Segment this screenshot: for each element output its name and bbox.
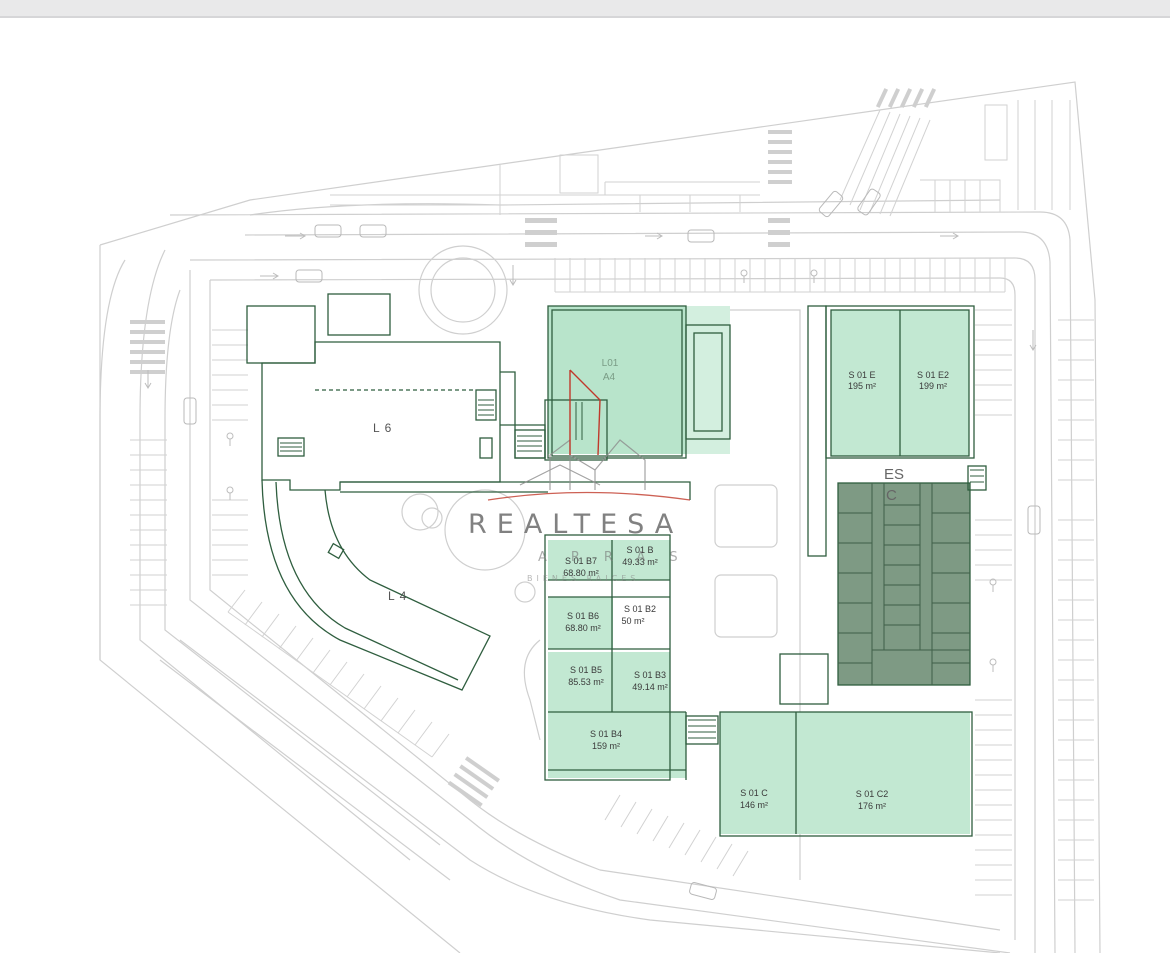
top-toolbar-strip (0, 0, 1170, 18)
watermark-arc (487, 491, 691, 501)
unit-code: S 01 C (740, 788, 768, 798)
unit-code: L01 (602, 358, 619, 369)
car-icon (183, 188, 1041, 900)
unit-s01-b[interactable]: S 01 B 49.33 m² (622, 545, 658, 567)
crosswalk-icon (130, 88, 937, 808)
unit-s01-b7[interactable]: S 01 B7 68.80 m² (563, 556, 599, 578)
unit-area: 199 m² (919, 381, 947, 391)
unit-area: 195 m² (848, 381, 876, 391)
watermark-line3: BIENES RAICES (527, 574, 639, 583)
unit-s01-b5[interactable]: S 01 B5 85.53 m² (568, 665, 604, 687)
unit-area: 146 m² (740, 800, 768, 810)
unit-code: S 01 B (626, 545, 653, 555)
unit-s01-b6[interactable]: S 01 B6 68.80 m² (565, 611, 601, 633)
unit-area: 159 m² (592, 741, 620, 751)
unit-area: 68.80 m² (563, 568, 599, 578)
building-outlines (246, 293, 987, 837)
building-l4-label: L 4 (388, 589, 407, 603)
unit-s01-b4[interactable]: S 01 B4 159 m² (590, 729, 622, 751)
unit-code: S 01 C2 (856, 789, 889, 799)
watermark-logo (519, 438, 646, 490)
unit-area: 85.53 m² (568, 677, 604, 687)
unit-area: 49.33 m² (622, 557, 658, 567)
direction-arrow-icon (144, 232, 1037, 389)
unit-s01-c2[interactable]: S 01 C2 176 m² (856, 789, 889, 811)
unit-code: S 01 E (848, 370, 875, 380)
unit-code: S 01 B4 (590, 729, 622, 739)
building-labels: L 6 L 4 ES C (373, 421, 904, 603)
unit-code: S 01 B6 (567, 611, 599, 621)
watermark-line2: ARRAS (538, 550, 702, 565)
unit-s01-b3[interactable]: S 01 B3 49.14 m² (632, 670, 668, 692)
unit-s01-c[interactable]: S 01 C 146 m² (740, 788, 768, 810)
unit-area: 49.14 m² (632, 682, 668, 692)
unit-s01-e[interactable]: S 01 E 195 m² (848, 370, 876, 391)
unit-labels: L01 A4 S 01 E 195 m² S 01 E2 199 m² S 01… (563, 358, 949, 811)
building-es-label: ES (884, 466, 904, 483)
building-es-c-label: C (886, 487, 897, 504)
es-c-room-grid (838, 483, 970, 685)
watermark-red-mark (569, 369, 601, 456)
unit-code: S 01 B7 (565, 556, 597, 566)
unit-code: S 01 B3 (634, 670, 666, 680)
unit-area: 68.80 m² (565, 623, 601, 633)
unit-fills (548, 306, 970, 834)
unit-l01[interactable]: L01 A4 (602, 358, 619, 383)
unit-code: S 01 B5 (570, 665, 602, 675)
building-l6-label: L 6 (373, 421, 392, 435)
parking-stalls (130, 100, 1094, 901)
realtesa-watermark: REALTESA ARRAS BIENES RAICES (468, 369, 702, 583)
unit-code: S 01 E2 (917, 370, 949, 380)
unit-s01-b2[interactable]: S 01 B2 50 m² (621, 604, 656, 626)
unit-code: S 01 B2 (624, 604, 656, 614)
watermark-brand: REALTESA (468, 509, 683, 540)
road-network (99, 81, 1101, 953)
unit-area: 50 m² (621, 616, 644, 626)
unit-area: 176 m² (858, 801, 886, 811)
parking-marker-icon (226, 269, 997, 672)
unit-area: A4 (603, 372, 616, 383)
unit-s01-e2[interactable]: S 01 E2 199 m² (917, 370, 949, 391)
